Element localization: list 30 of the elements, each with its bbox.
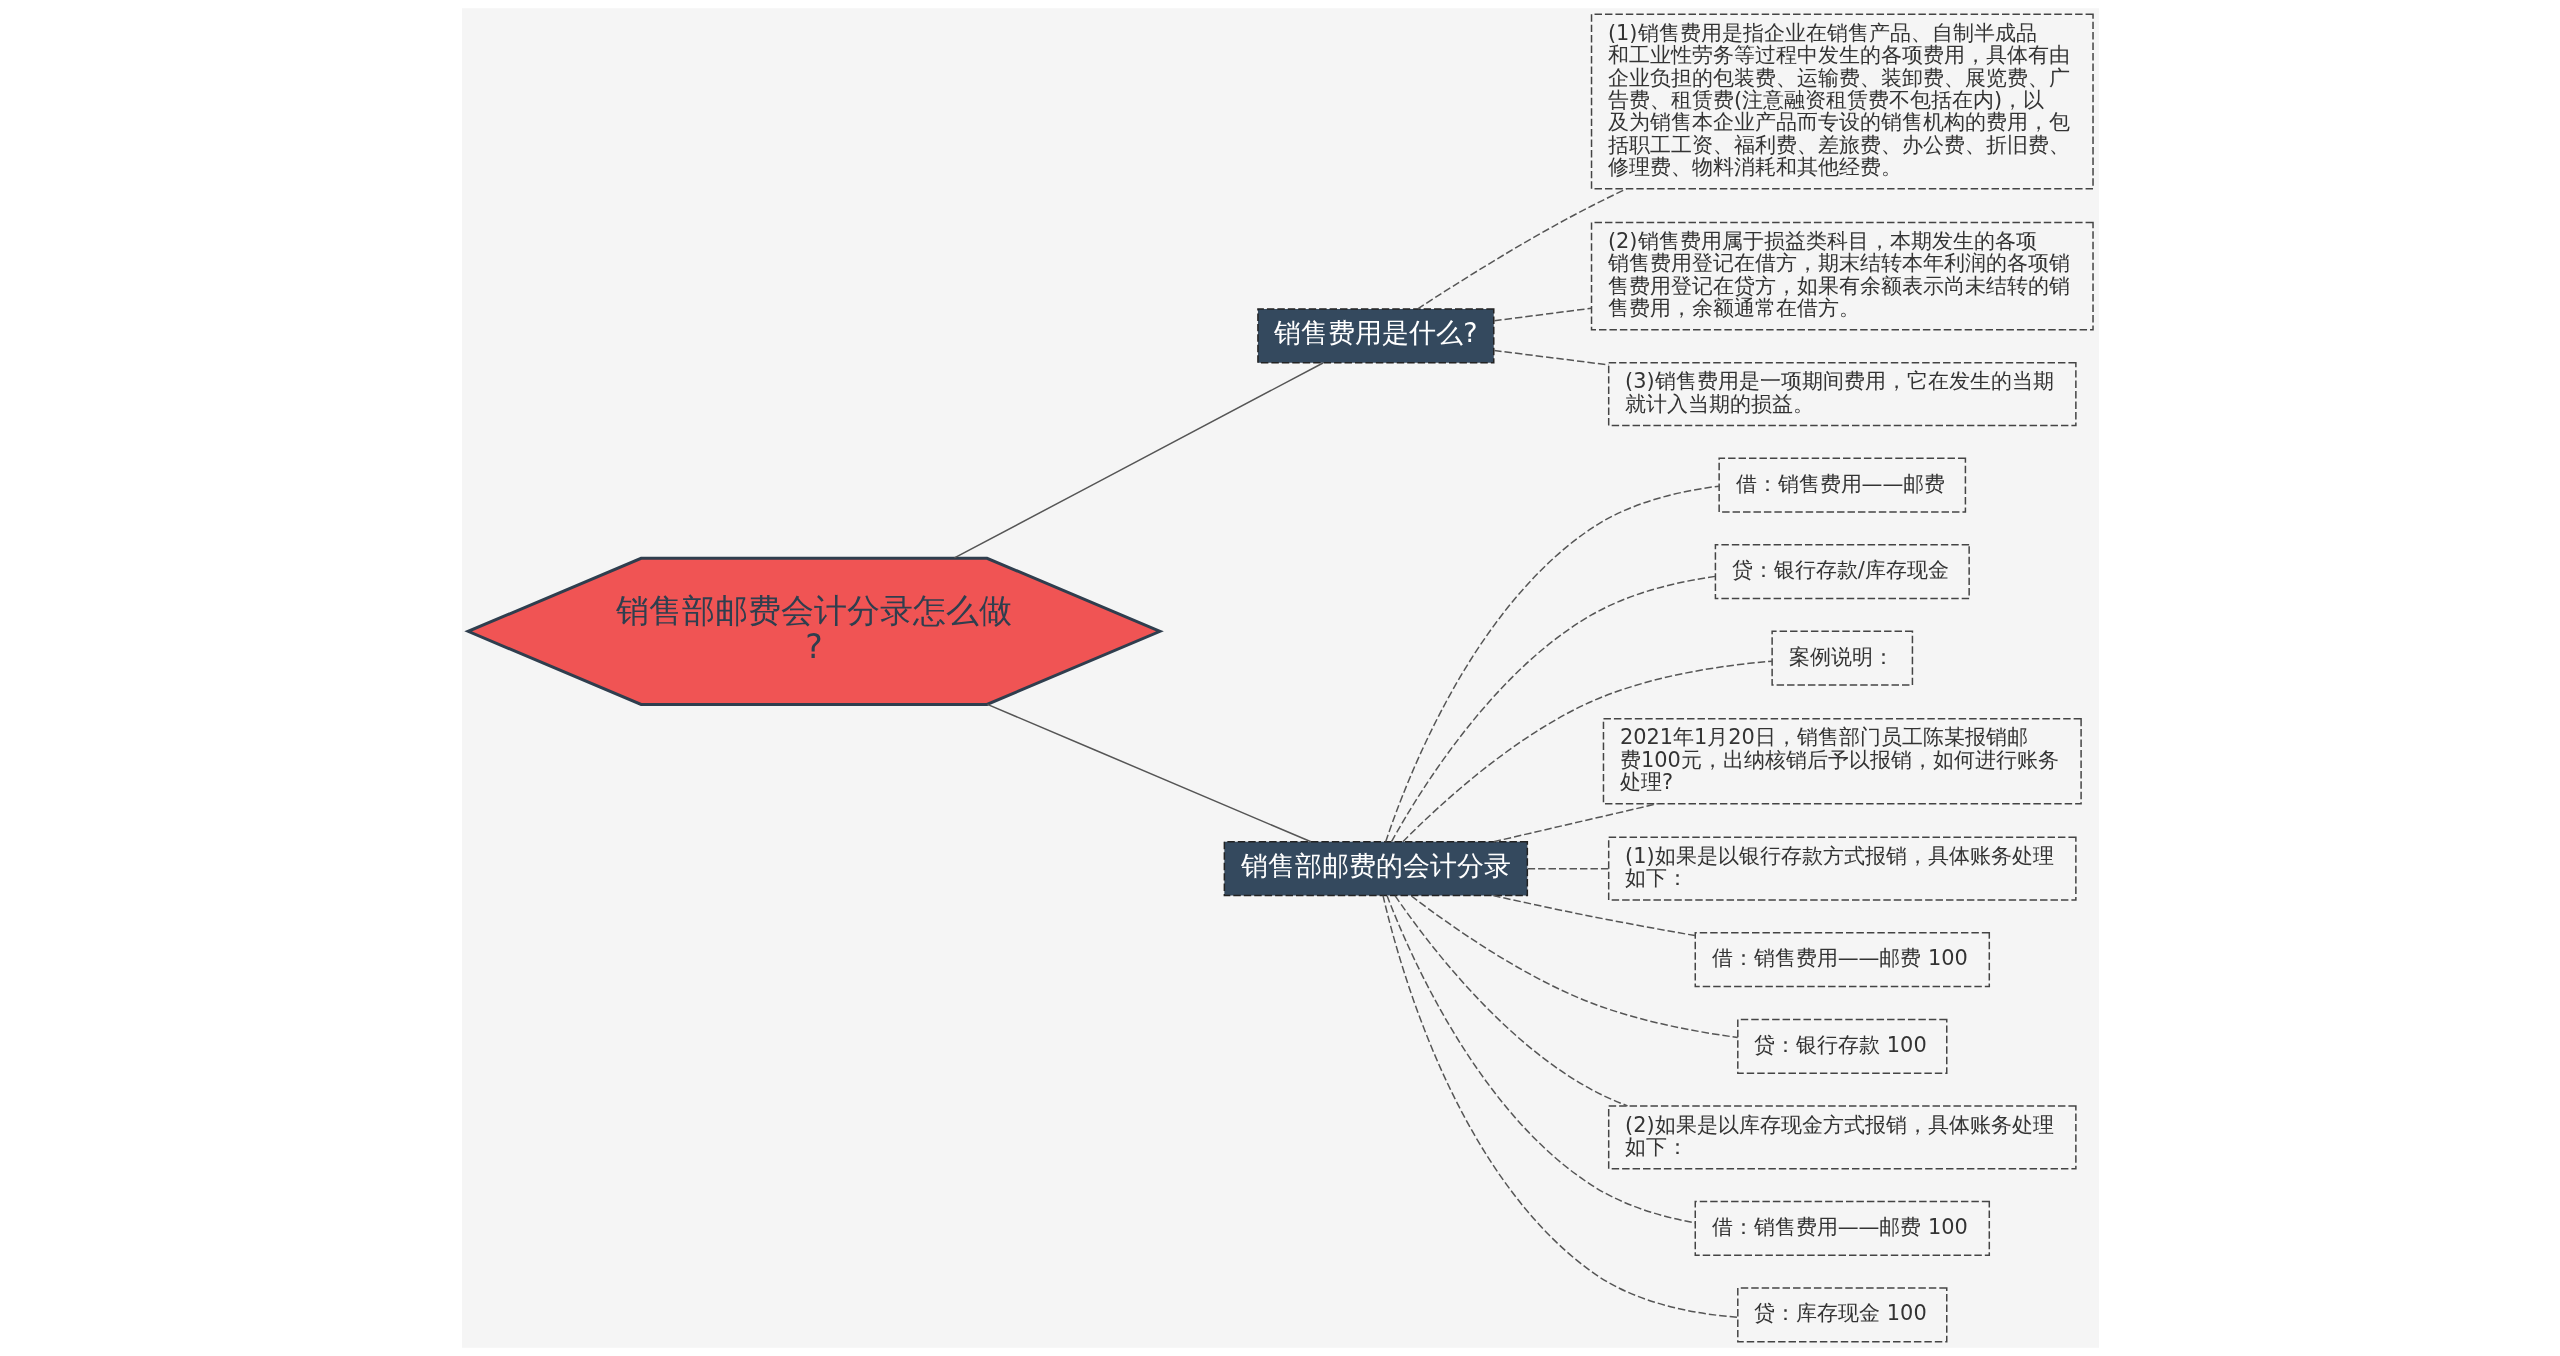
node-box: (2)销售费用属于损益类科目，本期发生的各项销售费用登记在借方，期末结转本年利润的各项销售费用登记在贷方，如果有余额表示尚未结转的销售费用，余额通常在借方。 <box>1590 221 2094 331</box>
node-box: (1)如果是以银行存款方式报销，具体账务处理如下： <box>1607 836 2077 901</box>
node-box: 借：销售费用——邮费 100 <box>1694 932 1990 988</box>
connector <box>1416 188 1627 310</box>
connector <box>1410 895 1738 1039</box>
connector <box>1492 803 1658 843</box>
connector <box>1526 867 1609 870</box>
connector <box>986 703 1312 843</box>
node-box: 借：销售费用——邮费 100 <box>1694 1200 1990 1256</box>
connector <box>1493 307 1592 322</box>
node-box: 贷：银行存款 100 <box>1736 1018 1947 1074</box>
node-box: 借：销售费用——邮费 <box>1717 457 1966 513</box>
node-box: (3)销售费用是一项期间费用，它在发生的当期就计入当期的损益。 <box>1607 361 2077 427</box>
connector <box>1393 895 1628 1107</box>
node-box: (1)销售费用是指企业在销售产品、自制半成品和工业性劳务等过程中发生的各项费用，具体有由企业负担的包装费、运输费、装卸费、展览费、广告费、租赁费(注意融资租赁费不包括在内)，以及为销售本企业产品而专设的销售机构的费用，包括职工工资、福利费、差旅费、办公费、折旧费、修理费、物料消耗和其他经费。 <box>1590 13 2094 190</box>
node-box: 案例说明： <box>1770 630 1913 686</box>
connector <box>1493 349 1609 366</box>
connector <box>1384 485 1720 843</box>
connector <box>1381 894 1738 1318</box>
connector <box>1401 660 1773 843</box>
connector <box>953 362 1324 559</box>
node-box: 贷：库存现金 100 <box>1736 1287 1947 1343</box>
node-box: (2)如果是以库存现金方式报销，具体账务处理如下： <box>1607 1105 2077 1170</box>
node-box: 2021年1月20日，销售部门员工陈某报销邮费100元，出纳核销后予以报销，如何进行账务处理? <box>1602 717 2082 805</box>
connector <box>1385 894 1696 1224</box>
node-box: 销售费用是什么? <box>1256 308 1494 364</box>
node-box: 销售部邮费的会计分录 <box>1223 841 1528 897</box>
connector <box>1492 894 1696 937</box>
node-box: 贷：银行存款/库存现金 <box>1714 544 1970 600</box>
connector <box>1390 575 1716 843</box>
